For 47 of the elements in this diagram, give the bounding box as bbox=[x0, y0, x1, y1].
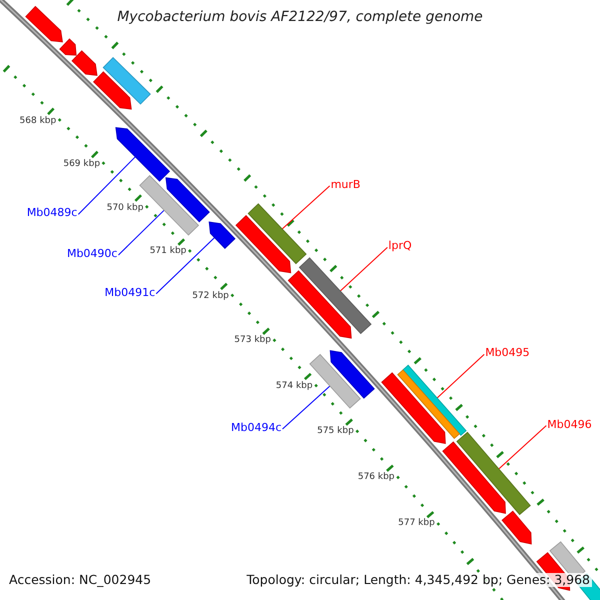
leader-line bbox=[282, 385, 330, 430]
gene-feature bbox=[502, 510, 532, 545]
gene-feature bbox=[288, 270, 352, 339]
gene-label: murB bbox=[330, 178, 360, 192]
gene-feature bbox=[330, 350, 375, 399]
scale-label: 577 kbp bbox=[398, 518, 434, 529]
gene-label: Mb0491c bbox=[104, 286, 156, 300]
gene-feature bbox=[235, 215, 292, 274]
leader-line bbox=[156, 237, 216, 294]
gene-bar bbox=[102, 56, 151, 105]
gene-feature bbox=[59, 38, 77, 56]
scale-label: 571 kbp bbox=[150, 246, 186, 257]
leader-line bbox=[498, 425, 547, 470]
leader-line bbox=[78, 156, 136, 215]
gene-feature bbox=[381, 372, 446, 444]
gene-feature bbox=[165, 177, 210, 222]
scale-label: 572 kbp bbox=[192, 290, 228, 302]
gene-feature bbox=[442, 441, 506, 514]
gene-feature bbox=[25, 6, 63, 42]
gene-bar bbox=[456, 432, 531, 516]
gene-label: Mb0490c bbox=[66, 248, 118, 261]
scale-label: 574 kbp bbox=[276, 380, 312, 391]
gene-bar bbox=[397, 369, 460, 439]
scale-label: 568 kbp bbox=[20, 116, 56, 127]
genome-stats-text: Topology: circular; Length: 4,345,492 bp; Genes: 3,968 bbox=[244, 573, 592, 588]
scale-label: 570 kbp bbox=[106, 202, 143, 213]
gene-label: Mb0495 bbox=[485, 347, 530, 360]
scale-label: 575 kbp bbox=[317, 426, 354, 436]
gene-label: lprQ bbox=[388, 240, 412, 254]
gene-feature bbox=[208, 222, 236, 249]
scale-label: 573 kbp bbox=[234, 335, 270, 346]
scale-label: 576 kbp bbox=[358, 472, 394, 482]
leader-line bbox=[118, 210, 165, 256]
gene-label: Mb0489c bbox=[26, 207, 78, 220]
gene-label: Mb0496 bbox=[547, 418, 592, 432]
diagram-title: Mycobacterium bovis AF2122/97, complete genome bbox=[116, 9, 484, 26]
leader-line bbox=[436, 354, 485, 398]
gene-bar bbox=[248, 203, 307, 264]
gene-bar bbox=[298, 257, 372, 334]
scale-label: 569 kbp bbox=[63, 159, 100, 170]
leader-line bbox=[340, 246, 388, 292]
gene-bar bbox=[402, 364, 467, 436]
leader-line bbox=[282, 185, 330, 230]
gene-feature bbox=[71, 50, 98, 76]
gene-feature bbox=[93, 71, 132, 110]
gene-label: Mb0494c bbox=[231, 422, 282, 435]
gene-feature bbox=[115, 127, 170, 182]
